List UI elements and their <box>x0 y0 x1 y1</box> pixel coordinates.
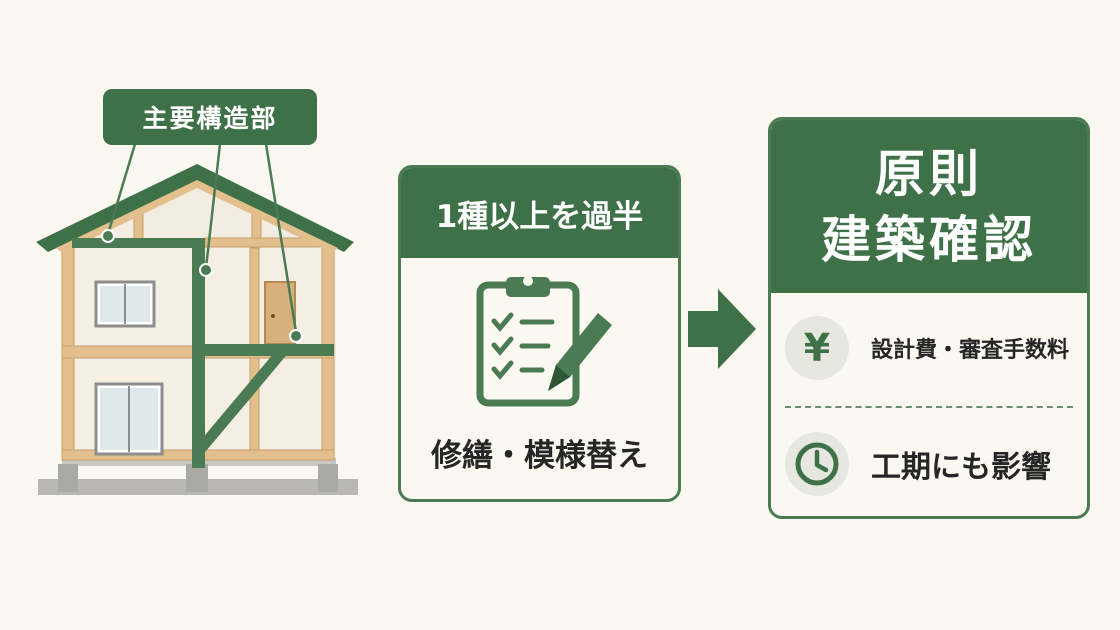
foundation-post <box>186 464 208 492</box>
result-header-line2: 建築確認 <box>821 210 1037 269</box>
schedule-item-text: 工期にも影響 <box>871 450 1051 485</box>
foundation-post <box>318 464 338 492</box>
result-card-header: 原則 建築確認 <box>771 120 1087 293</box>
leader-line <box>106 143 137 235</box>
foundation-post <box>58 464 78 492</box>
condition-card-footer: 修繕・模様替え <box>431 438 648 474</box>
window <box>94 382 164 456</box>
schedule-item: 工期にも影響 <box>785 432 1077 496</box>
result-header-line1: 原則 <box>875 144 983 203</box>
clipboard-pencil-icon <box>401 258 678 408</box>
cost-item-text: 設計費・審査手数料 <box>871 338 1070 363</box>
condition-card: 1種以上を過半 修繕・模様替え <box>398 165 681 502</box>
wood-column <box>249 247 260 347</box>
house-illustration <box>36 143 358 495</box>
cost-item: ¥ 設計費・審査手数料 <box>785 316 1077 380</box>
structural-beam <box>72 238 202 248</box>
structural-brace <box>193 348 287 456</box>
right-arrow-icon <box>688 289 756 369</box>
structural-beam <box>192 344 334 356</box>
window <box>94 280 156 328</box>
leader-dot <box>101 229 115 243</box>
leader-dot <box>289 329 303 343</box>
clock-icon <box>785 432 849 496</box>
yen-icon: ¥ <box>785 316 849 380</box>
condition-card-header: 1種以上を過半 <box>401 168 678 258</box>
yen-symbol: ¥ <box>803 326 831 370</box>
dashed-divider <box>785 406 1073 408</box>
gable-wall <box>62 172 336 244</box>
leader-dot <box>199 263 213 277</box>
leader-line <box>204 143 222 269</box>
result-card: 原則 建築確認 ¥ 設計費・審査手数料 工期にも影響 <box>768 117 1090 519</box>
structure-label: 主要構造部 <box>103 89 317 145</box>
leader-line <box>264 143 298 333</box>
